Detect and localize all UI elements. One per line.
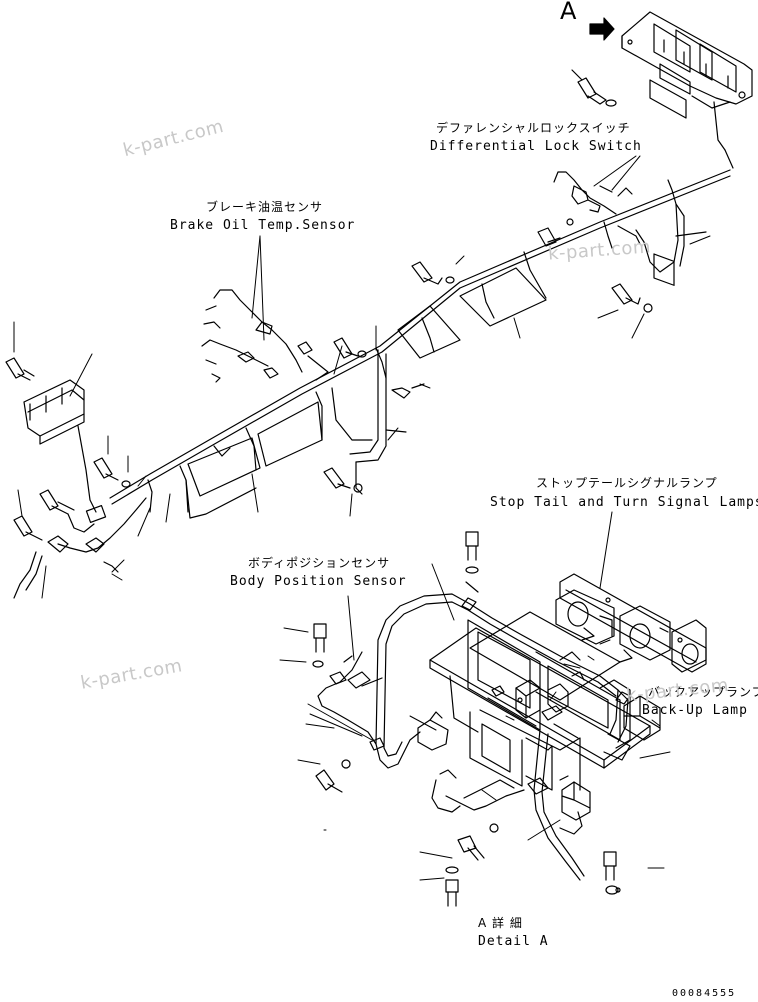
- body-position-label-jp: ボディポジションセンサ: [248, 556, 391, 570]
- leader-lines-upper: [13, 155, 711, 599]
- body-position-sensor: [317, 651, 383, 745]
- leader-lines-detail: [279, 511, 671, 881]
- drawing-id: 00084555: [672, 988, 737, 999]
- harness-clamps: [147, 179, 685, 513]
- lower-left-connectors: [13, 489, 147, 599]
- detail-a-label-jp: A 詳 細: [478, 916, 523, 930]
- view-a-marker: A: [560, 0, 578, 25]
- detail-bolts: [312, 531, 621, 907]
- backup-lamp-label-jp: バックアップランプ: [648, 685, 758, 699]
- brake-oil-label-en: Brake Oil Temp.Sensor: [170, 218, 356, 233]
- detail-a-label-en: Detail A: [478, 934, 549, 949]
- detail-relays: [491, 651, 585, 721]
- brake-oil-label-jp: ブレーキ油温センサ: [206, 200, 324, 214]
- pipe-branch-right: [617, 203, 707, 273]
- switch-bracket-assembly: [621, 11, 753, 286]
- detail-lower-brackets: [417, 711, 591, 835]
- lamp-frame: [467, 619, 631, 791]
- brake-oil-sensor-wiring: [201, 289, 329, 383]
- body-position-label-en: Body Position Sensor: [230, 574, 407, 589]
- stop-tail-lamp-housing: [555, 573, 707, 673]
- backup-lamp-label-en: Back-Up Lamp: [642, 703, 748, 718]
- stop-tail-label-en: Stop Tail and Turn Signal Lamps: [490, 495, 758, 510]
- view-arrow: [589, 17, 615, 41]
- cover-plates: [185, 267, 547, 519]
- diff-lock-label-en: Differential Lock Switch: [430, 139, 642, 154]
- bolts-middle: [323, 261, 653, 493]
- pipe-centre: [331, 349, 407, 495]
- backup-lamp: [603, 695, 661, 761]
- diff-lock-connector: [537, 171, 633, 247]
- main-harness-tube: [109, 149, 734, 505]
- left-bracket: [5, 357, 131, 513]
- bolt-top: [571, 69, 617, 107]
- diff-lock-label-jp: デファレンシャルロックスイッチ: [436, 121, 631, 135]
- stop-tail-label-jp: ストップテールシグナルランプ: [536, 476, 718, 490]
